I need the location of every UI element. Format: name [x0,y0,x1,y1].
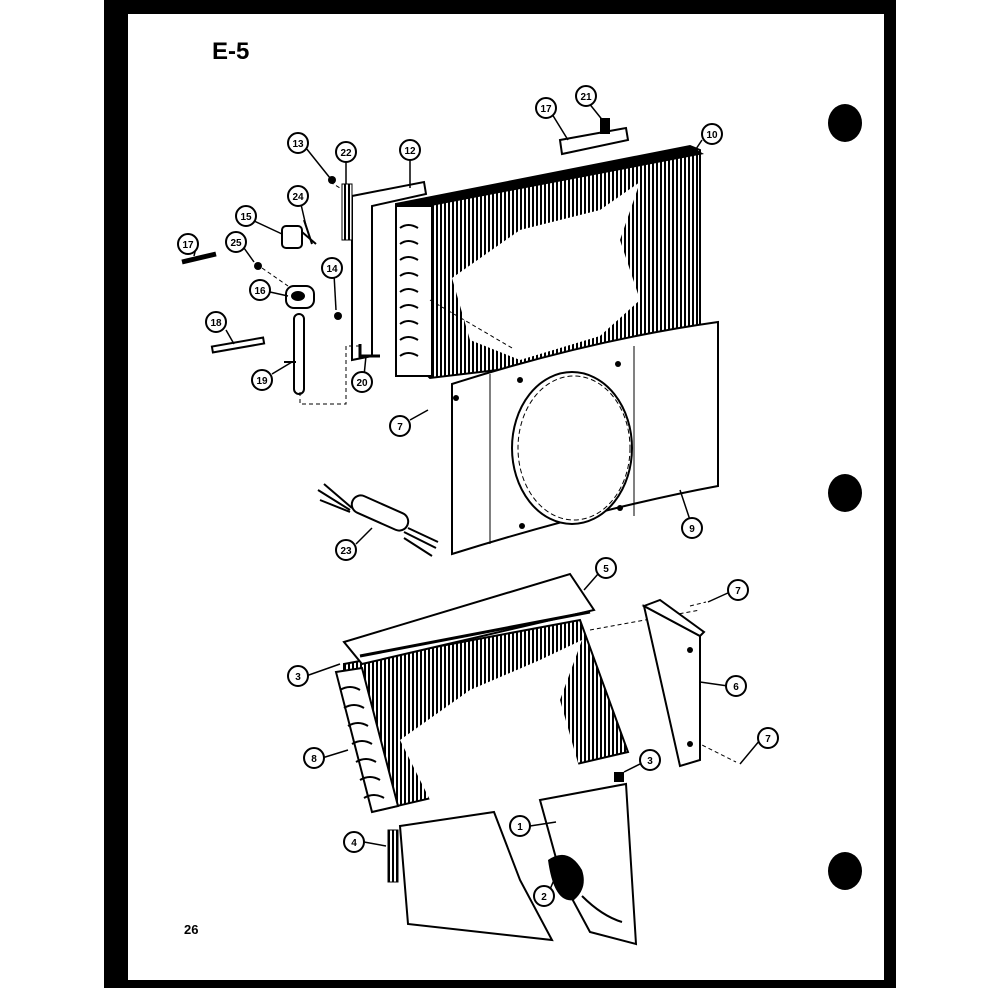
svg-text:10: 10 [706,130,718,141]
callout-15: 15 [235,205,257,227]
screw-part [181,251,217,265]
svg-text:22: 22 [340,148,352,159]
drier-tube-part [284,313,305,395]
callout-13: 13 [287,132,309,154]
svg-text:23: 23 [340,546,352,557]
seal-strip [341,183,353,241]
coil-mounting-bracket-left [351,180,428,362]
callout-10: 10 [701,123,723,145]
callout-23: 23 [335,539,357,561]
callout-9: 9 [681,517,703,539]
callout-17: 17 [177,233,199,255]
callout-7: 7 [727,579,749,601]
valve-body-part [285,285,315,309]
svg-text:13: 13 [292,139,304,150]
callout-20: 20 [351,371,373,393]
callout-19: 19 [251,369,273,391]
callout-8: 8 [303,747,325,769]
svg-text:12: 12 [404,146,416,157]
callout-14: 14 [321,257,343,279]
svg-text:17: 17 [182,240,194,251]
page-title: E-5 [212,38,250,65]
evaporator-top-cover [342,572,596,666]
callout-leaders [193,101,761,895]
callout-7: 7 [389,415,411,437]
svg-text:8: 8 [311,754,317,765]
side-panel [641,598,706,768]
svg-text:25: 25 [230,238,242,249]
binder-hole-bottom [828,852,862,890]
coil-mounting-bracket-top [558,118,630,156]
callout-22: 22 [335,141,357,163]
callout-5: 5 [595,557,617,579]
callout-16: 16 [249,279,271,301]
callout-2: 2 [533,885,555,907]
svg-text:7: 7 [735,586,741,597]
callout-7: 7 [757,727,779,749]
svg-text:3: 3 [647,756,653,767]
washer-part [334,312,342,320]
svg-text:7: 7 [765,734,771,745]
wire-harness [317,483,439,557]
svg-text:4: 4 [351,838,357,849]
callout-12: 12 [399,139,421,161]
assembly-guide-lines [261,181,737,763]
tube-part [358,344,380,358]
svg-text:9: 9 [689,524,695,535]
svg-text:19: 19 [256,376,268,387]
svg-text:7: 7 [397,422,403,433]
svg-text:21: 21 [580,92,592,103]
callout-1: 1 [509,815,531,837]
callout-4: 4 [343,831,365,853]
binder-hole-top [828,104,862,142]
binder-hole-middle [828,474,862,512]
svg-text:16: 16 [254,286,266,297]
svg-text:15: 15 [240,212,252,223]
evaporator-coil [334,618,630,814]
callout-3: 3 [287,665,309,687]
svg-text:6: 6 [733,682,739,693]
svg-text:24: 24 [292,192,304,203]
svg-text:14: 14 [326,264,338,275]
svg-text:17: 17 [540,104,552,115]
svg-text:2: 2 [541,892,547,903]
svg-text:5: 5 [603,564,609,575]
callout-6: 6 [725,675,747,697]
washer-part [254,262,262,270]
svg-text:3: 3 [295,672,301,683]
page-number: 26 [184,922,199,937]
front-panel-assembly [387,772,638,946]
callout-3: 3 [639,749,661,771]
svg-text:18: 18 [210,318,222,329]
callout-21: 21 [575,85,597,107]
callout-17: 17 [535,97,557,119]
condenser-coil [395,144,704,380]
capacitor-part [281,219,317,249]
svg-text:1: 1 [517,822,523,833]
fan-shroud-panel [451,320,719,556]
callout-25: 25 [225,231,247,253]
callout-markers: 13 22 12 17 21 10 24 15 17 25 14 16 18 1… [177,85,779,907]
svg-text:20: 20 [356,378,368,389]
insulation-strip-part [210,336,266,354]
callout-18: 18 [205,311,227,333]
callout-24: 24 [287,185,309,207]
